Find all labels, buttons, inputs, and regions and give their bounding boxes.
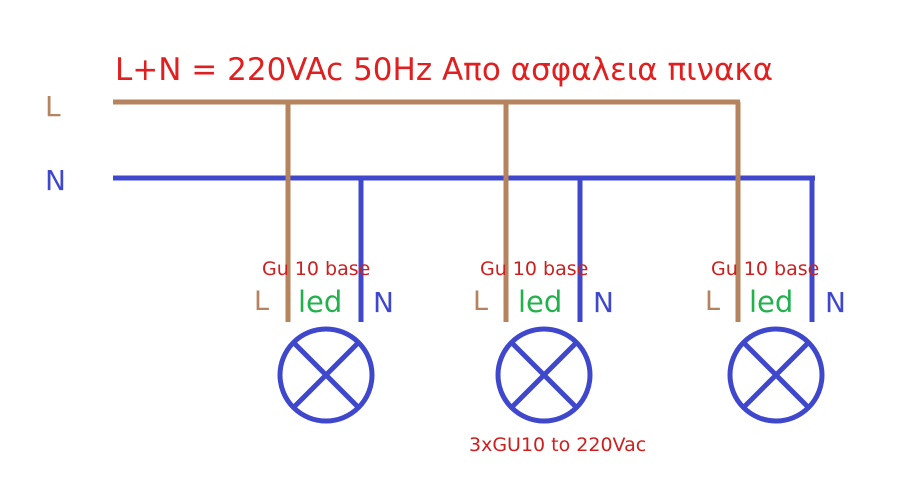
lamp-2-base-label: Gu 10 base: [480, 258, 588, 280]
diagram-caption: 3xGU10 to 220Vac: [469, 434, 646, 456]
lamp-2-cross-b: [509, 340, 579, 410]
lamp-3-neutral-label: N: [825, 286, 846, 319]
lamp-3-live-label: L: [705, 286, 720, 317]
lamp-1-neutral-label: N: [373, 286, 394, 319]
lamp-3-led-label: led: [749, 285, 793, 319]
lamp-3-base-label: Gu 10 base: [711, 258, 819, 280]
lamp-3: Gu 10 base L led N: [705, 102, 846, 424]
lamp-1-base-label: Gu 10 base: [262, 258, 370, 280]
lamp-1: Gu 10 base L led N: [254, 102, 394, 424]
lamp-1-live-label: L: [254, 286, 269, 317]
lamp-1-led-label: led: [298, 285, 342, 319]
live-rail-label: L: [45, 90, 61, 123]
lamp-2-neutral-label: N: [593, 286, 614, 319]
lamp-1-bulb-icon: [277, 326, 375, 424]
neutral-rail-label: N: [45, 164, 66, 197]
lamp-3-bulb-icon: [727, 326, 825, 424]
lamp-2-bulb-icon: [495, 326, 593, 424]
lamp-3-cross-b: [741, 340, 811, 410]
lamp-2: Gu 10 base L led N: [473, 102, 614, 424]
lamp-2-led-label: led: [518, 285, 562, 319]
diagram-title: L+N = 220VAc 50Hz Απο ασφαλεια πινακα: [115, 52, 773, 88]
lamp-1-cross-b: [291, 340, 361, 410]
lamp-2-live-label: L: [473, 286, 488, 317]
